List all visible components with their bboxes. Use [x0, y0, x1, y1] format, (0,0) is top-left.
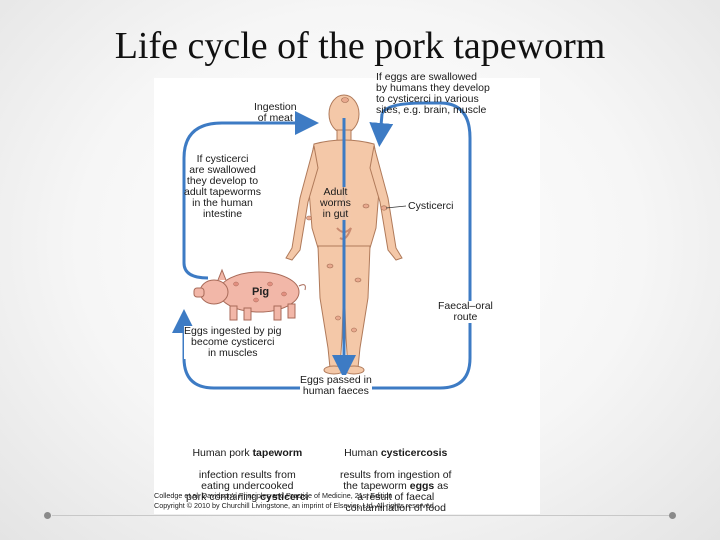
label-adult-worms-in-gut: Adult worms in gut: [320, 186, 351, 220]
label-human-cysticercosis: Human cysticercosis results from ingesti…: [340, 437, 451, 514]
taeniasis-text-1: Human pork: [192, 447, 253, 459]
taeniasis-text-bold-1: tapeworm: [252, 447, 303, 459]
taeniasis-text-2: infection results from eating undercooke…: [186, 469, 296, 503]
cysticercosis-text-bold-1: cysticercosis: [380, 447, 448, 459]
cysticercosis-text-3: as a result of faecal contamination of f…: [345, 480, 449, 514]
left-bullet-dot: [44, 512, 51, 519]
label-human-pork-tapeworm: Human pork tapeworm infection results fr…: [186, 437, 309, 503]
cysticercosis-text-bold-2: eggs: [409, 480, 435, 492]
label-pig: Pig: [252, 286, 270, 298]
label-eggs-ingested-by-pig: Eggs ingested by pig become cysticerci i…: [184, 325, 282, 359]
credit-line-1: Colledge et al: Davidson's Principles an…: [154, 491, 393, 500]
slide-title: Life cycle of the pork tapeworm: [114, 25, 606, 67]
label-eggs-passed-in-faeces: Eggs passed in human faeces: [300, 374, 372, 397]
tapeworm-life-cycle-diagram: Ingestion of meat If eggs are swallowed …: [154, 72, 540, 514]
taeniasis-text-bold-2: cysticerci: [260, 491, 309, 503]
label-cysticerci-swallowed: If cysticerci are swallowed they develop…: [184, 153, 262, 220]
label-cysticerci: Cysticerci: [408, 200, 454, 212]
pig-figure: [193, 268, 306, 321]
label-faecal-oral-route: Faecal–oral route: [438, 300, 493, 323]
cysticercosis-text-1: Human: [344, 447, 381, 459]
cysticercosis-text-2: results from ingestion of the tapeworm: [340, 469, 452, 492]
right-bullet-dot: [669, 512, 676, 519]
label-eggs-swallowed-by-humans: If eggs are swallowed by humans they dev…: [376, 71, 490, 116]
label-ingestion-of-meat: Ingestion of meat: [254, 101, 297, 124]
credit-line-2: Copyright © 2010 by Churchill Livingston…: [154, 501, 436, 510]
bottom-rule: [52, 515, 669, 516]
